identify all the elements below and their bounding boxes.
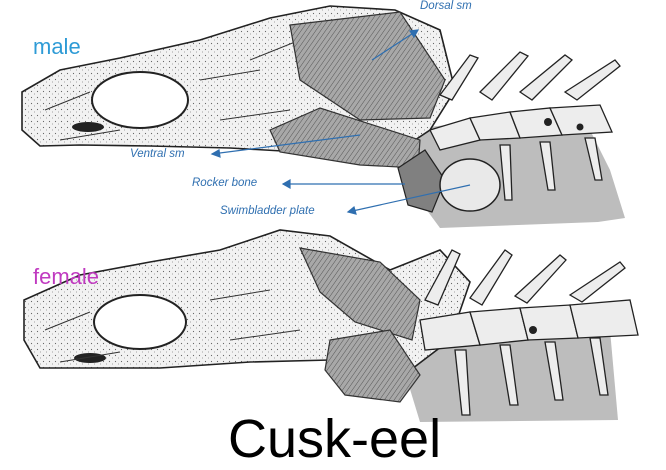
caption-title: Cusk-eel: [228, 408, 441, 470]
female-eye-orbit: [94, 295, 186, 349]
ventral-sm-label: Ventral sm: [130, 148, 185, 160]
swimbladder-plate-label: Swimbladder plate: [220, 205, 315, 217]
male-panel-label: male: [33, 34, 81, 60]
rocker-bone-label: Rocker bone: [192, 177, 257, 189]
female-skull-drawing: [24, 230, 638, 422]
cusk-eel-comparison-illustration: [0, 0, 666, 443]
male-eye-orbit: [92, 72, 188, 128]
male-jaw-patch: [72, 122, 104, 132]
male-skull-drawing: [22, 6, 625, 228]
female-jaw-patch: [74, 353, 106, 363]
dorsal-sm-label: Dorsal sm: [420, 0, 472, 12]
female-panel-label: female: [33, 264, 99, 290]
